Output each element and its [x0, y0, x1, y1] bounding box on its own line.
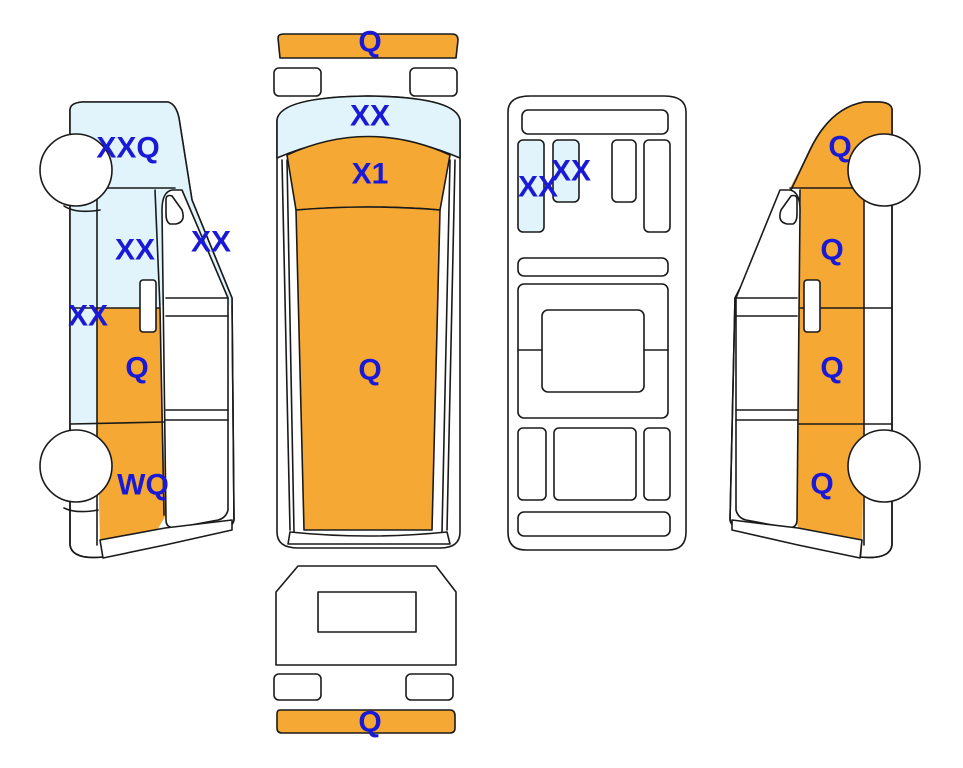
rear-seat-mid [553, 427, 637, 501]
left-window-bars [165, 297, 229, 421]
label-right-front-fender: Q [828, 131, 851, 164]
front-seat-4 [643, 139, 671, 233]
right-taillight [405, 673, 454, 701]
left-side-view [39, 101, 235, 559]
left-front-wheel [39, 133, 113, 207]
top-rear-lines [287, 531, 451, 545]
right-window-frame [735, 189, 801, 529]
label-rear-bumper: Q [358, 706, 381, 739]
left-wheel-arches [63, 205, 101, 513]
top-side-lines [281, 159, 456, 533]
label-interior-seat-right: XX [551, 155, 591, 188]
right-rear-quarter-panel [795, 424, 864, 556]
right-window-bars [735, 297, 798, 421]
right-lower-trim [731, 519, 863, 559]
label-windshield: XX [350, 100, 390, 133]
left-headlight [273, 67, 322, 97]
right-panel-lines [789, 187, 893, 546]
top-view [273, 33, 461, 549]
left-window-frame [161, 189, 229, 529]
front-seat-3 [611, 139, 637, 203]
label-left-front-fender: XXQ [96, 132, 159, 165]
right-mirror [779, 194, 798, 225]
label-roof: Q [358, 354, 381, 387]
label-left-door-window: XX [191, 226, 231, 259]
left-body-edge [69, 101, 235, 559]
right-rear-door-panel [795, 308, 864, 424]
left-lower-trim [99, 519, 233, 559]
label-interior-seat-left: XX [518, 171, 558, 204]
rear-view [273, 565, 457, 734]
rear-bench [517, 511, 671, 537]
left-mirror [165, 194, 184, 225]
right-front-door-panel [798, 188, 864, 308]
left-rear-quarter-panel [97, 422, 166, 556]
left-panel-lines [69, 187, 176, 546]
label-hood: X1 [352, 158, 389, 191]
label-front-bumper: Q [358, 26, 381, 59]
label-left-front-door: XX [115, 234, 155, 267]
right-door-handle [803, 279, 821, 333]
right-body-edge [729, 101, 893, 559]
rear-bumper-panel [276, 709, 456, 734]
middle-table [541, 309, 645, 393]
rear-seat-right [643, 427, 671, 501]
left-rear-wheel [39, 429, 113, 503]
label-right-rear-quarter: Q [810, 468, 833, 501]
bench-bar [517, 257, 669, 277]
dashboard [521, 109, 669, 135]
right-rear-wheel [847, 429, 921, 503]
damage-labels: Q XX X1 Q Q XX XX XXQ XX XX XX Q WQ Q Q … [68, 26, 852, 739]
label-left-rear-quarter: WQ [117, 469, 169, 502]
label-left-sill-front: XX [68, 300, 108, 333]
right-side-view [729, 101, 921, 559]
left-rear-door-panel [97, 308, 163, 424]
left-door-handle [139, 279, 157, 333]
interior-view [507, 95, 687, 551]
front-bumper-panel [277, 33, 459, 59]
rear-window [317, 591, 417, 633]
front-seat-left [517, 139, 545, 233]
rear-seat-left [517, 427, 547, 501]
label-right-rear-door: Q [820, 352, 843, 385]
label-left-rear-door: Q [125, 352, 148, 385]
label-right-front-door: Q [820, 234, 843, 267]
left-taillight [273, 673, 322, 701]
roof-panel [295, 206, 441, 531]
front-seat-right [552, 139, 580, 203]
right-headlight [409, 67, 458, 97]
right-front-wheel [847, 133, 921, 207]
